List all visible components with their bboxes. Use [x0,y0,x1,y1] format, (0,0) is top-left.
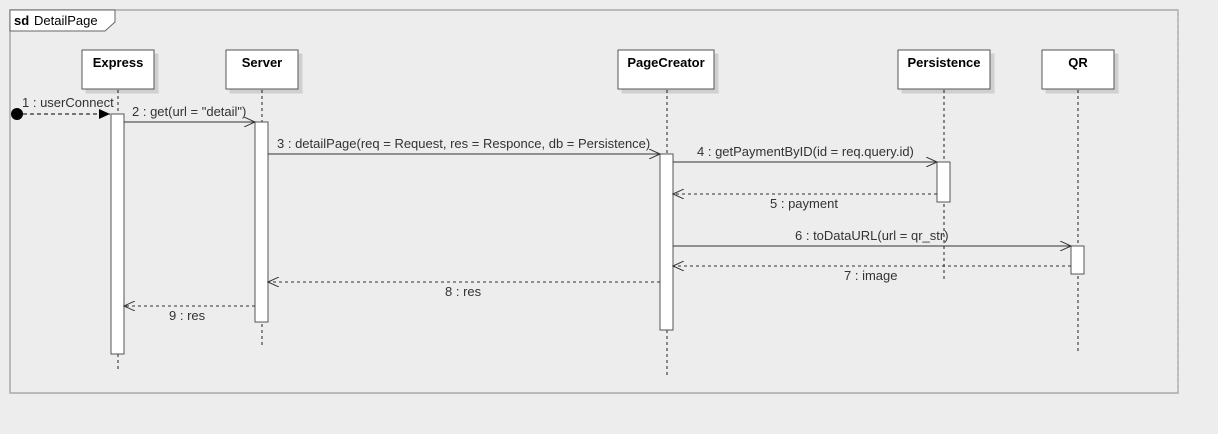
message-6[interactable]: 6 : toDataURL(url = qr_str) [673,228,1071,246]
lifeline-persistence-label: Persistence [908,55,981,70]
message-2-label: 2 : get(url = "detail") [132,104,246,119]
message-9[interactable]: 9 : res [124,306,255,323]
lifeline-server[interactable]: Server [225,49,299,90]
message-1-label: 1 : userConnect [22,95,114,110]
frame-tab [9,9,116,32]
activation-pagecreator [659,153,674,331]
message-2[interactable]: 2 : get(url = "detail") [124,104,255,122]
lifeline-express-label: Express [93,55,144,70]
frame-border [9,9,1179,394]
message-8-label: 8 : res [445,284,482,299]
lifeline-pagecreator-label: PageCreator [627,55,704,70]
lifeline-server-label: Server [242,55,282,70]
frame-title: DetailPage [34,13,98,28]
lifeline-qr[interactable]: QR [1041,49,1115,90]
found-message-start [11,108,23,120]
message-4[interactable]: 4 : getPaymentByID(id = req.query.id) [673,144,937,162]
message-7-label: 7 : image [844,268,897,283]
activation-qr [1070,245,1085,275]
activation-persistence [936,161,951,203]
activation-server [254,121,269,323]
message-3-label: 3 : detailPage(req = Request, res = Resp… [277,136,650,151]
message-3[interactable]: 3 : detailPage(req = Request, res = Resp… [268,136,660,154]
lifeline-persistence[interactable]: Persistence [897,49,991,90]
lifeline-express[interactable]: Express [81,49,155,90]
message-4-label: 4 : getPaymentByID(id = req.query.id) [697,144,914,159]
frame-keyword: sd [14,13,29,28]
message-7[interactable]: 7 : image [673,266,1071,283]
activation-express [110,113,125,355]
message-6-label: 6 : toDataURL(url = qr_str) [795,228,949,243]
lifeline-pagecreator[interactable]: PageCreator [617,49,715,90]
lifeline-qr-label: QR [1068,55,1088,70]
message-5-label: 5 : payment [770,196,838,211]
message-9-label: 9 : res [169,308,206,323]
message-8[interactable]: 8 : res [268,282,660,299]
message-1[interactable]: 1 : userConnect [11,95,114,120]
message-5[interactable]: 5 : payment [673,194,937,211]
